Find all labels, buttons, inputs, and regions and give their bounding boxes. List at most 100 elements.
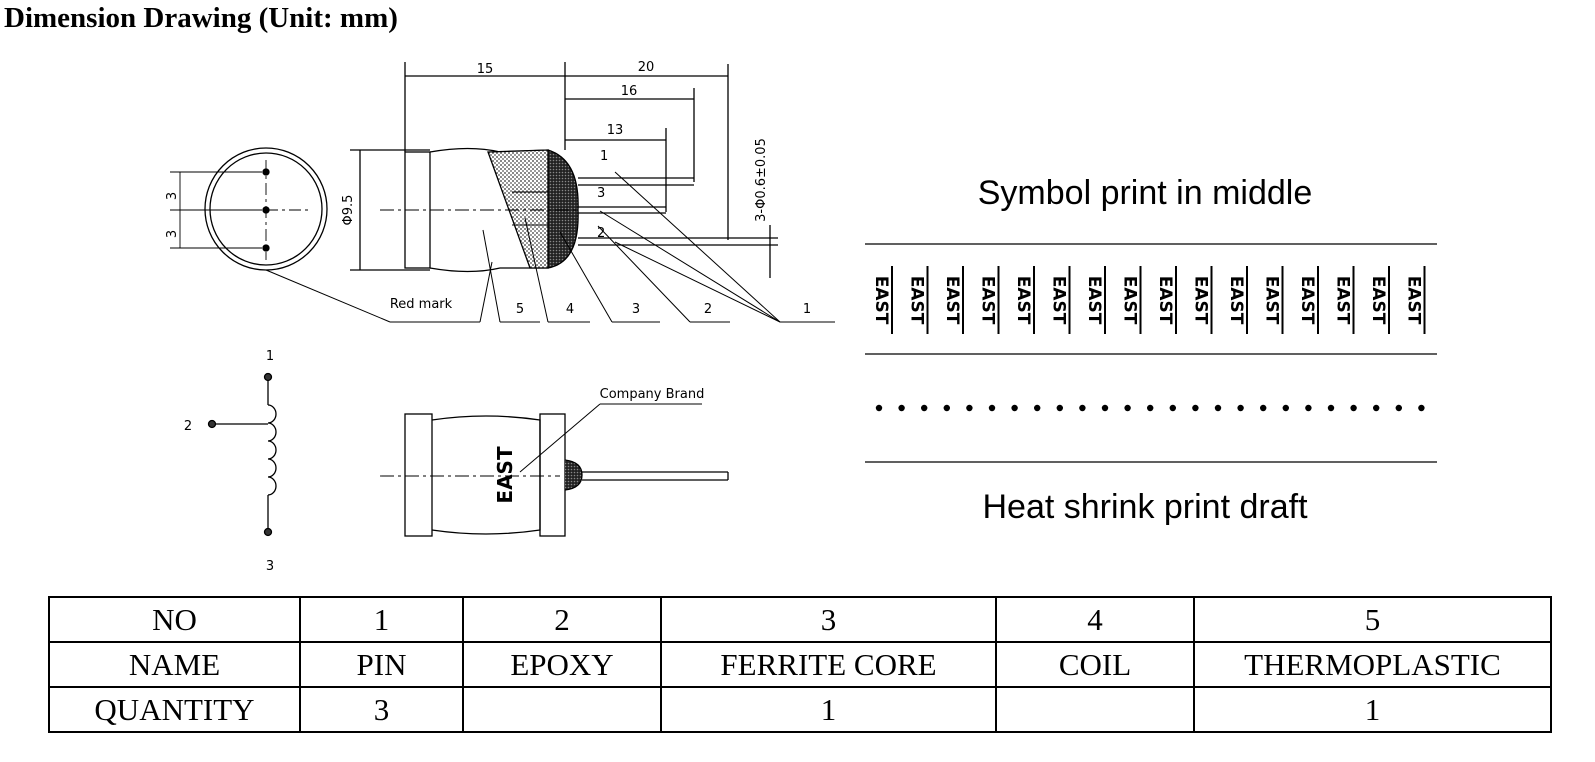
print-dot bbox=[966, 404, 973, 412]
schematic-symbol bbox=[207, 372, 277, 537]
callout-3: 3 bbox=[632, 302, 640, 317]
east-print-mark: EAST bbox=[1013, 276, 1033, 325]
print-dot bbox=[1214, 404, 1222, 412]
print-dot bbox=[1282, 404, 1290, 412]
dim-13: 13 bbox=[607, 123, 624, 138]
east-print-underline bbox=[1033, 266, 1035, 334]
east-print-mark: EAST bbox=[1333, 276, 1353, 325]
east-print-mark: EAST bbox=[1191, 276, 1211, 325]
print-dot bbox=[1124, 404, 1131, 412]
east-print-underline bbox=[1352, 266, 1355, 334]
table-cell: THERMOPLASTIC bbox=[1193, 641, 1552, 688]
table-cell bbox=[462, 686, 662, 733]
east-print-underline bbox=[1388, 266, 1390, 334]
east-print-underline bbox=[1317, 266, 1319, 334]
callout-2: 2 bbox=[704, 302, 712, 317]
table-cell: 1 bbox=[299, 596, 464, 643]
pin-label-3: 3 bbox=[597, 186, 605, 201]
east-print-underline bbox=[891, 266, 893, 334]
dim-20: 20 bbox=[638, 60, 655, 75]
east-print-mark: EAST bbox=[1120, 276, 1140, 325]
print-dot bbox=[1327, 404, 1335, 412]
print-dot bbox=[1169, 404, 1177, 412]
table-cell: 2 bbox=[462, 596, 662, 643]
east-print-row: EAST EAST EAST EAST EAST EAST EAST EAST EAST EAST… bbox=[871, 266, 1426, 334]
table-cell: 4 bbox=[995, 596, 1195, 643]
east-print-underline bbox=[926, 266, 929, 334]
east-print-underline bbox=[1423, 266, 1426, 334]
east-print-mark: EAST bbox=[978, 276, 998, 325]
east-print-underline bbox=[1210, 266, 1213, 334]
east-print-mark: EAST bbox=[907, 276, 927, 325]
callout-5: 5 bbox=[516, 302, 524, 317]
table-cell: 5 bbox=[1193, 596, 1552, 643]
east-print-mark: EAST bbox=[871, 276, 891, 325]
east-print-underline bbox=[1246, 266, 1248, 334]
print-dot bbox=[1260, 404, 1267, 412]
table-cell: NO bbox=[48, 596, 301, 643]
east-print-underline bbox=[1068, 266, 1071, 334]
print-dot bbox=[1011, 404, 1018, 412]
east-print-underline bbox=[997, 266, 1000, 334]
print-dot bbox=[988, 404, 996, 412]
body-diameter-dim: Φ9.5 bbox=[341, 195, 356, 226]
print-dot bbox=[1237, 404, 1244, 412]
pin-label-1: 1 bbox=[600, 149, 608, 164]
print-dot bbox=[875, 404, 883, 412]
print-draft: Symbol print in middle Heat shrink print… bbox=[865, 174, 1437, 526]
print-dot bbox=[1192, 404, 1199, 412]
east-print-underline bbox=[962, 266, 964, 334]
print-dot bbox=[921, 404, 928, 412]
table-cell: COIL bbox=[995, 641, 1195, 688]
table-cell: FERRITE CORE bbox=[660, 641, 997, 688]
print-dot bbox=[943, 404, 950, 412]
print-dot bbox=[1056, 404, 1064, 412]
table-cell: EPOXY bbox=[462, 641, 662, 688]
print-dot bbox=[1418, 404, 1425, 412]
side-view bbox=[350, 62, 835, 323]
east-print-mark: EAST bbox=[1262, 276, 1282, 325]
callout-1: 1 bbox=[803, 302, 811, 317]
dim-15: 15 bbox=[477, 62, 494, 77]
table-cell: NAME bbox=[48, 641, 301, 688]
east-print-underline bbox=[1281, 266, 1284, 334]
east-print-mark: EAST bbox=[1297, 276, 1317, 325]
pin-diameter-dim: 3-Φ0.6±0.05 bbox=[754, 138, 769, 222]
print-dot bbox=[1101, 404, 1109, 412]
east-print-mark: EAST bbox=[1155, 276, 1175, 325]
table-cell: QUANTITY bbox=[48, 686, 301, 733]
east-print-underline bbox=[1139, 266, 1142, 334]
print-dot bbox=[898, 404, 905, 412]
east-print-mark: EAST bbox=[1368, 276, 1388, 325]
dot-print-row bbox=[875, 404, 1425, 412]
dim-16: 16 bbox=[621, 84, 638, 99]
table-cell: 3 bbox=[299, 686, 464, 733]
schematic-terminal-1: 1 bbox=[266, 349, 274, 364]
schematic-terminal-2: 2 bbox=[184, 419, 192, 434]
schematic-terminal-3: 3 bbox=[266, 559, 274, 574]
brand-view bbox=[380, 403, 729, 537]
print-dot bbox=[1079, 404, 1086, 412]
pitch-dim-b: 3 bbox=[165, 230, 180, 238]
red-mark-label: Red mark bbox=[390, 297, 453, 312]
east-print-underline bbox=[1175, 266, 1177, 334]
table-cell: 3 bbox=[660, 596, 997, 643]
page-title: Dimension Drawing (Unit: mm) bbox=[4, 2, 398, 34]
east-print-mark: EAST bbox=[1049, 276, 1069, 325]
table-cell: PIN bbox=[299, 641, 464, 688]
east-print-mark: EAST bbox=[1404, 276, 1424, 325]
east-print-mark: EAST bbox=[1226, 276, 1246, 325]
table-cell: 1 bbox=[1193, 686, 1552, 733]
company-brand-label: Company Brand bbox=[600, 387, 705, 402]
table-cell bbox=[995, 686, 1195, 733]
callout-4: 4 bbox=[566, 302, 574, 317]
heat-shrink-caption: Heat shrink print draft bbox=[982, 488, 1308, 526]
pitch-dim-a: 3 bbox=[165, 192, 180, 200]
east-print-mark: EAST bbox=[1084, 276, 1104, 325]
symbol-print-caption: Symbol print in middle bbox=[978, 174, 1312, 212]
print-dot bbox=[1034, 404, 1041, 412]
east-print-mark: EAST bbox=[942, 276, 962, 325]
